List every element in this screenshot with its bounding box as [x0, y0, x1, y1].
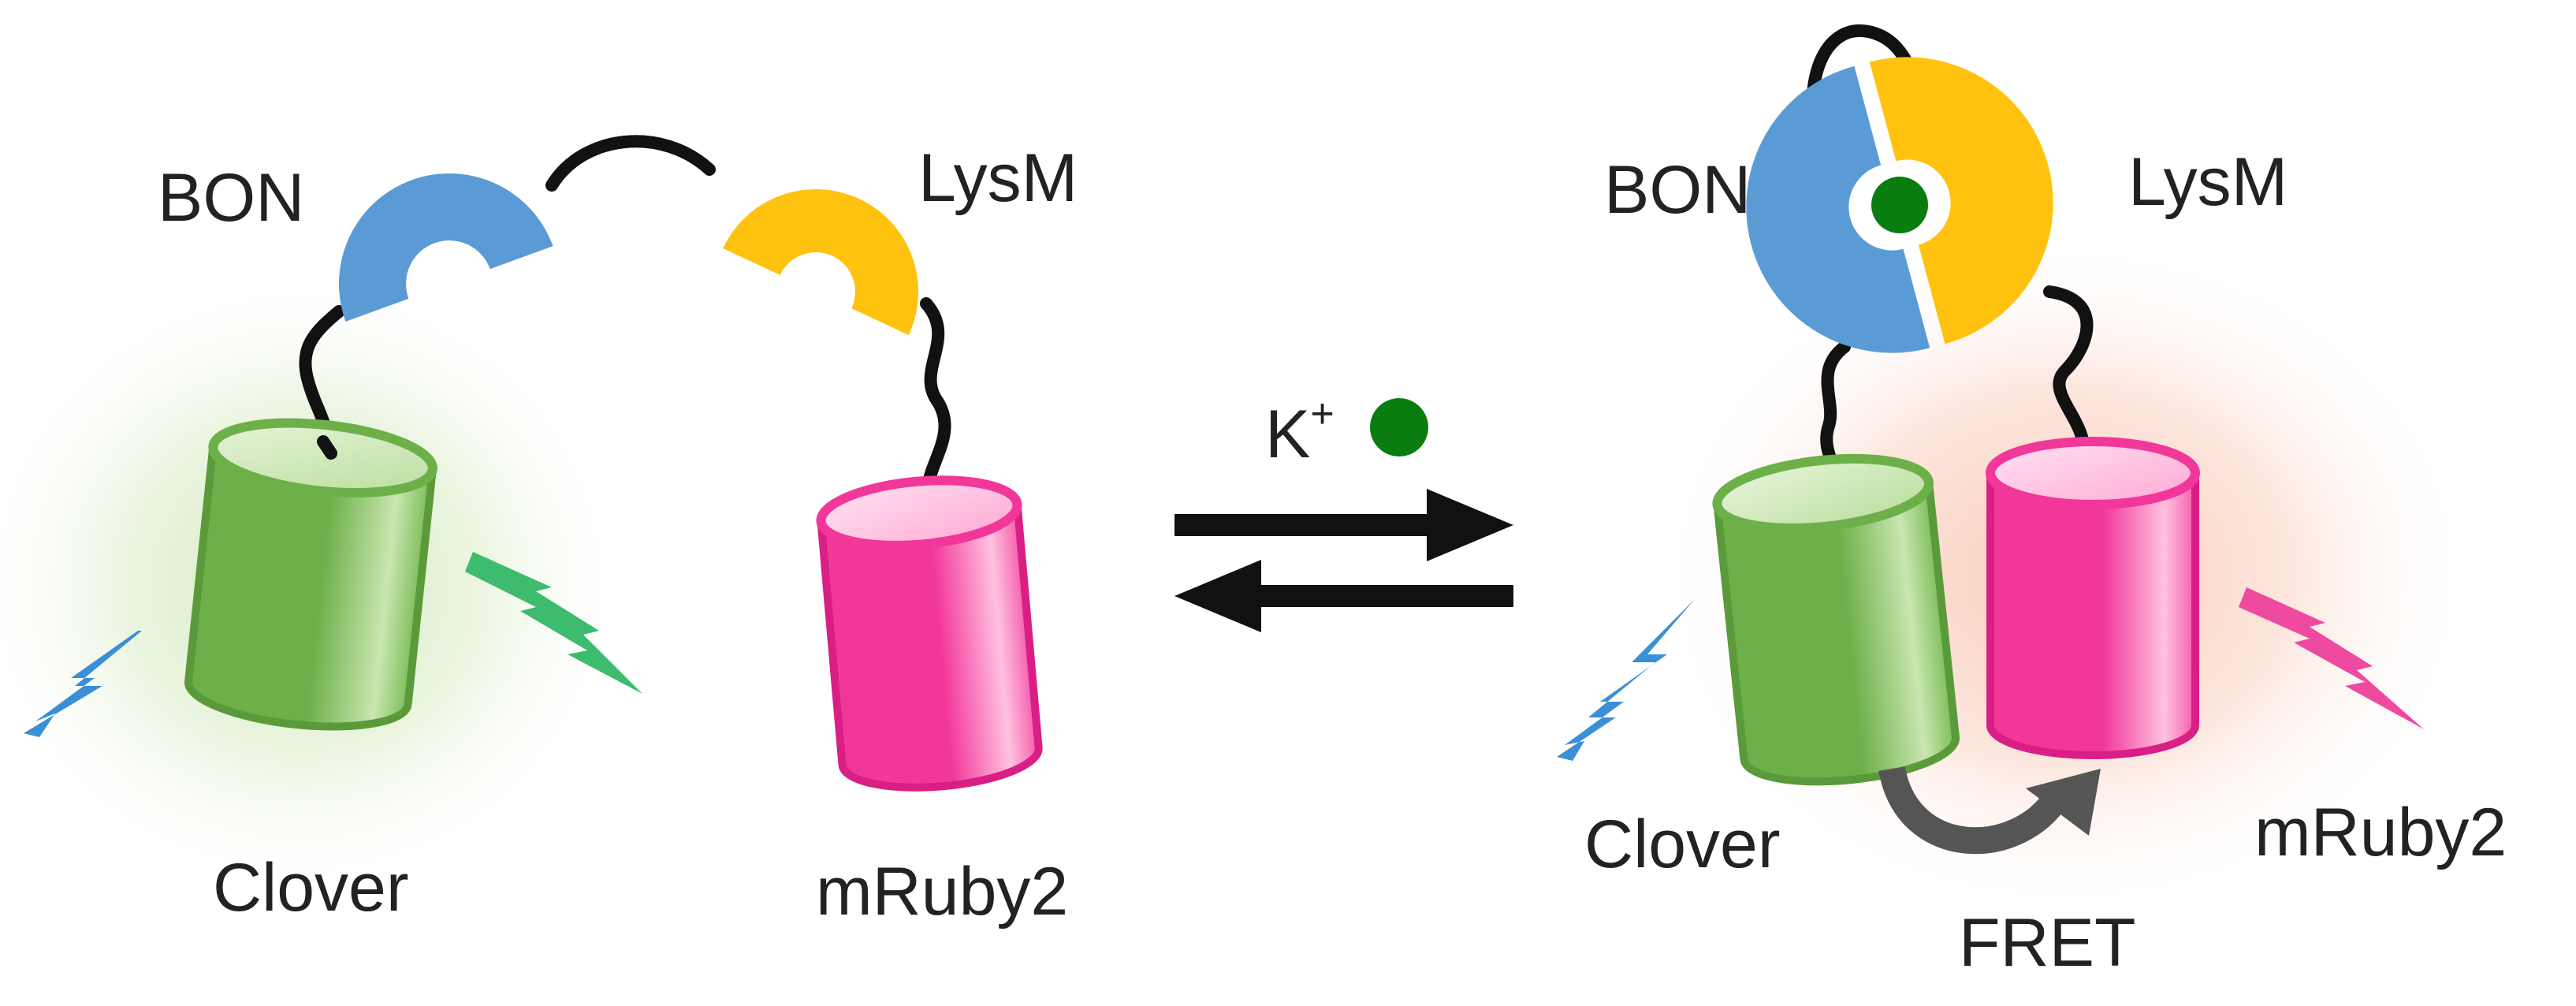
lysm-domain-bound [1869, 57, 2053, 345]
left-lysm-label: LysM [918, 140, 1078, 216]
ion-label: K+ [1265, 391, 1335, 472]
left-mruby2-label: mRuby2 [816, 854, 1068, 930]
emission-bolt-icon [465, 552, 642, 694]
mruby2-cylinder-bound [1986, 437, 2200, 759]
emission-bolt-icon-right [2239, 587, 2424, 729]
mruby2-cylinder [816, 475, 1043, 792]
bon-domain [339, 173, 553, 322]
left-state: BON LysM Clover mRuby2 [0, 135, 1078, 930]
bound-potassium-ion-icon [1871, 177, 1928, 233]
bon-domain-bound [1746, 65, 1930, 353]
left-clover-label: Clover [213, 850, 409, 926]
clover-cylinder-bound [1712, 453, 1960, 786]
equilibrium: K+ [1174, 391, 1513, 632]
right-state: BON LysM Clover mRuby2 FRET [1557, 24, 2507, 981]
clover-cylinder [184, 418, 437, 731]
lysm-domain [723, 189, 918, 335]
fret-label: FRET [1959, 905, 2136, 981]
right-bon-label: BON [1604, 152, 1751, 228]
right-clover-label: Clover [1584, 807, 1781, 882]
linker-bon-lysm [545, 135, 716, 192]
fret-arrow-icon [1878, 766, 2101, 855]
potassium-ion-icon [1370, 398, 1428, 456]
right-lysm-label: LysM [2128, 144, 2288, 220]
linker-lysm-ruby-bound [2043, 285, 2094, 471]
right-mruby2-label: mRuby2 [2254, 795, 2507, 870]
left-bon-label: BON [158, 160, 304, 236]
bound-domains [1746, 57, 2053, 353]
equilibrium-arrows-icon [1174, 489, 1513, 632]
